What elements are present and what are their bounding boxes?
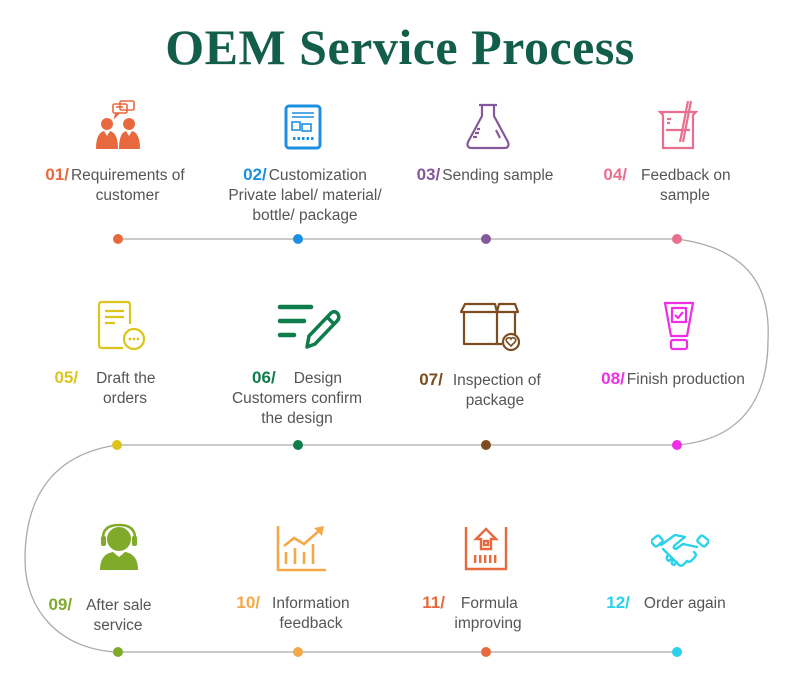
step-04-label: 04/Feedback on sample bbox=[603, 165, 731, 204]
layout-tablet-icon bbox=[284, 104, 322, 150]
timeline-dot-03 bbox=[481, 234, 491, 244]
tube-check-icon bbox=[663, 301, 695, 351]
step-12-label: 12/Order again bbox=[606, 593, 726, 612]
step-02-number: 02/ bbox=[243, 165, 267, 184]
step-11-number: 11/ bbox=[422, 593, 445, 612]
step-03-label: 03/Sending sample bbox=[416, 165, 554, 184]
timeline-dot-05 bbox=[112, 440, 122, 450]
timeline-dot-06 bbox=[293, 440, 303, 450]
beaker-icon bbox=[658, 100, 698, 150]
handshake-icon bbox=[651, 533, 709, 567]
timeline-dot-02 bbox=[293, 234, 303, 244]
step-08-label: 08/Finish production bbox=[601, 369, 745, 388]
timeline-dot-11 bbox=[481, 647, 491, 657]
step-03-number: 03/ bbox=[416, 165, 441, 184]
step-01-number: 01/ bbox=[45, 165, 69, 184]
timeline-dot-01 bbox=[113, 234, 123, 244]
step-05-label: 05/Draft the orders bbox=[54, 368, 156, 407]
step-06-label: 06/Design Customers confirm the design bbox=[231, 368, 363, 427]
step-07-label: 07/Inspection of package bbox=[419, 370, 541, 409]
step-02-label: 02/Customization Private label/ material… bbox=[228, 165, 382, 224]
step-08-number: 08/ bbox=[601, 369, 625, 388]
timeline-dot-09 bbox=[113, 647, 123, 657]
pencil-lines-icon bbox=[277, 304, 341, 349]
upload-barcode-icon bbox=[464, 527, 508, 571]
flask-icon bbox=[466, 103, 510, 150]
step-10-label: 10/Information feedback bbox=[236, 593, 350, 632]
customers-chat-icon bbox=[96, 100, 140, 149]
timeline-dot-10 bbox=[293, 647, 303, 657]
timeline-dot-12 bbox=[672, 647, 682, 657]
step-10-number: 10/ bbox=[236, 593, 261, 612]
document-chat-icon bbox=[97, 300, 146, 351]
page-title: OEM Service Process bbox=[165, 19, 635, 75]
timeline-dot-07 bbox=[481, 440, 491, 450]
step-12-number: 12/ bbox=[606, 593, 630, 612]
step-05-number: 05/ bbox=[54, 368, 79, 387]
step-11-label: 11/Formula improving bbox=[422, 593, 522, 632]
step-07-number: 07/ bbox=[419, 370, 443, 389]
timeline-dot-04 bbox=[672, 234, 682, 244]
step-09-number: 09/ bbox=[48, 595, 73, 614]
headset-agent-icon bbox=[100, 523, 138, 570]
timeline-dot-08 bbox=[672, 440, 682, 450]
growth-chart-icon bbox=[276, 526, 326, 572]
step-01-label: 01/Requirements of customer bbox=[45, 165, 185, 204]
step-09-label: 09/After sale service bbox=[48, 595, 152, 634]
box-heart-icon bbox=[459, 302, 521, 352]
step-04-number: 04/ bbox=[603, 165, 627, 184]
step-06-number: 06/ bbox=[252, 368, 276, 387]
